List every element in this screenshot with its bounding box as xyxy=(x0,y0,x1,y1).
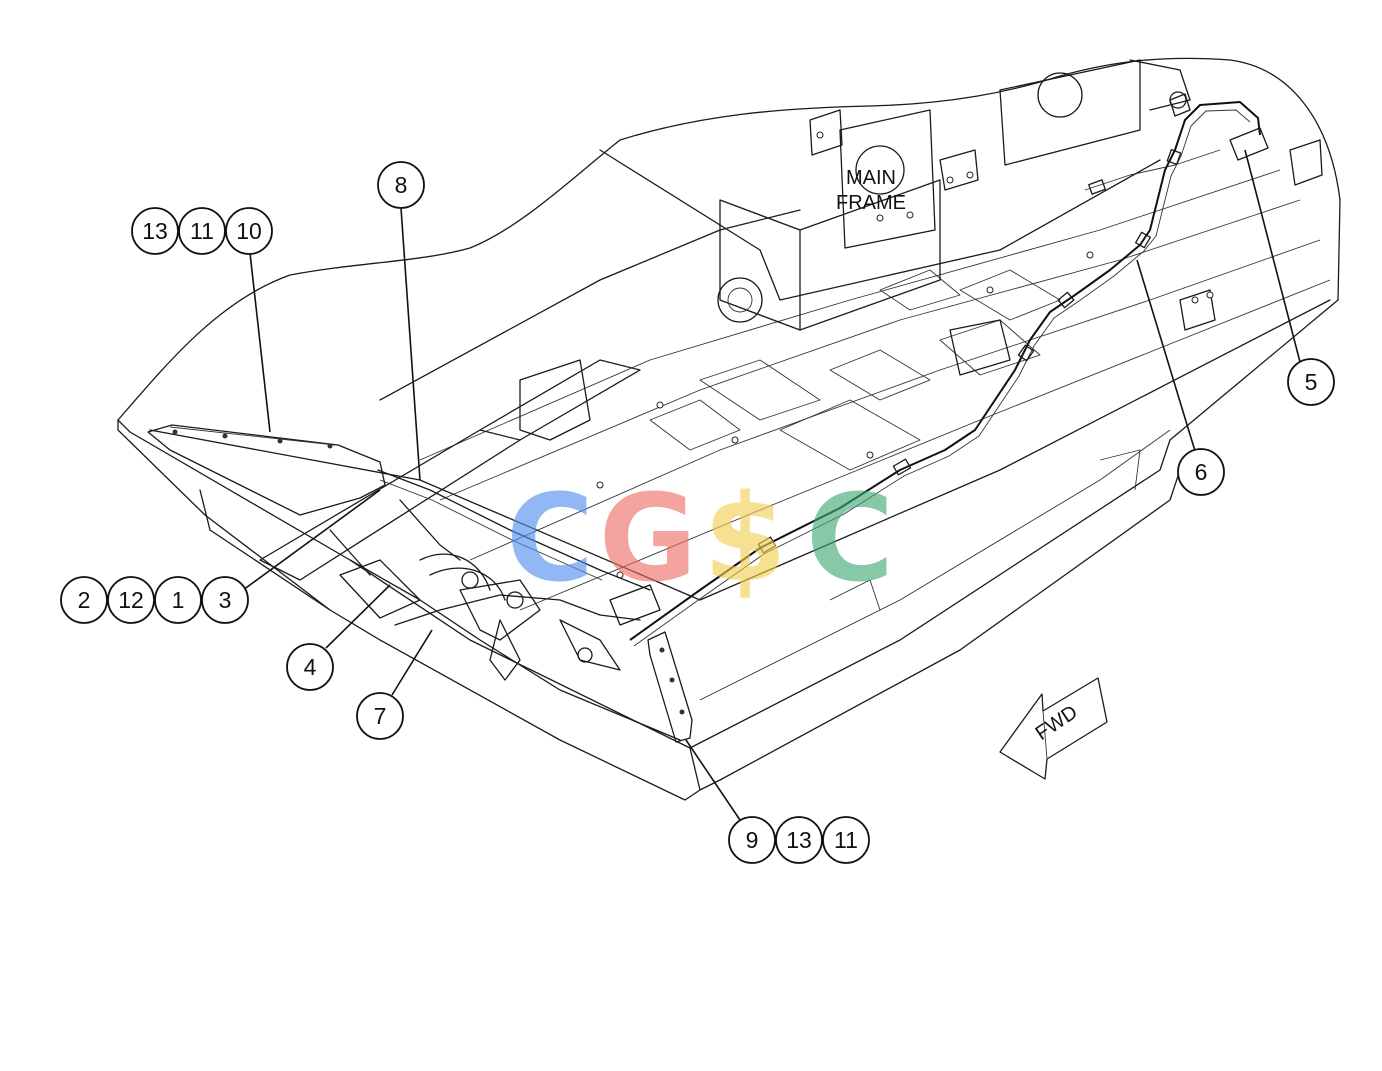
plate-10 xyxy=(147,424,386,516)
callout-13-bottom: 13 xyxy=(775,816,823,864)
callout-4-text: 4 xyxy=(304,654,317,680)
callout-7: 7 xyxy=(356,692,404,740)
leader-lines xyxy=(242,149,1301,821)
callout-11-top: 11 xyxy=(178,207,226,255)
callout-3: 3 xyxy=(201,576,249,624)
callout-2: 2 xyxy=(60,576,108,624)
bolt-holes xyxy=(596,131,1214,579)
main-frame-label-line2: FRAME xyxy=(836,192,906,214)
callout-12: 12 xyxy=(107,576,155,624)
callout-9-text: 9 xyxy=(746,827,759,853)
callout-10: 10 xyxy=(225,207,273,255)
callout-12-text: 12 xyxy=(118,587,144,613)
watermark-letter-4: C xyxy=(806,470,894,609)
callout-11-top-text: 11 xyxy=(190,218,214,244)
fitting-5 xyxy=(1229,127,1269,161)
callout-11-bottom-text: 11 xyxy=(834,827,858,853)
watermark-letter-2: G xyxy=(599,470,698,609)
callout-8: 8 xyxy=(377,161,425,209)
callout-8-text: 8 xyxy=(395,172,408,198)
forward-direction-arrow: FWD xyxy=(999,677,1108,780)
callout-5: 5 xyxy=(1287,358,1335,406)
callout-6: 6 xyxy=(1177,448,1225,496)
callout-6-text: 6 xyxy=(1195,459,1208,485)
callout-4: 4 xyxy=(286,643,334,691)
callout-13-top: 13 xyxy=(131,207,179,255)
fwd-label: FWD xyxy=(1032,701,1082,745)
tube-clamps xyxy=(757,149,1182,554)
callout-3-text: 3 xyxy=(219,587,232,613)
callout-5-text: 5 xyxy=(1305,369,1318,395)
plate-9 xyxy=(647,631,693,743)
main-frame-drawing xyxy=(117,57,1341,801)
main-frame-label-line1: MAIN xyxy=(846,167,896,189)
callout-1-text: 1 xyxy=(172,587,185,613)
callout-7-text: 7 xyxy=(374,703,387,729)
tube-8 xyxy=(377,469,651,591)
callout-10-text: 10 xyxy=(236,218,262,244)
callout-1: 1 xyxy=(154,576,202,624)
callout-9: 9 xyxy=(728,816,776,864)
tube-6 xyxy=(629,101,1261,641)
callout-13-top-text: 13 xyxy=(142,218,168,244)
watermark-logo: C G $ C xyxy=(506,470,894,609)
watermark-letter-3: $ xyxy=(703,470,787,609)
hydraulic-lines xyxy=(147,91,1269,743)
callout-2-text: 2 xyxy=(78,587,91,613)
callout-13-bottom-text: 13 xyxy=(786,827,812,853)
valve-bracket-4 xyxy=(339,559,421,619)
callout-11-bottom: 11 xyxy=(822,816,870,864)
watermark-letter-1: C xyxy=(506,470,594,609)
